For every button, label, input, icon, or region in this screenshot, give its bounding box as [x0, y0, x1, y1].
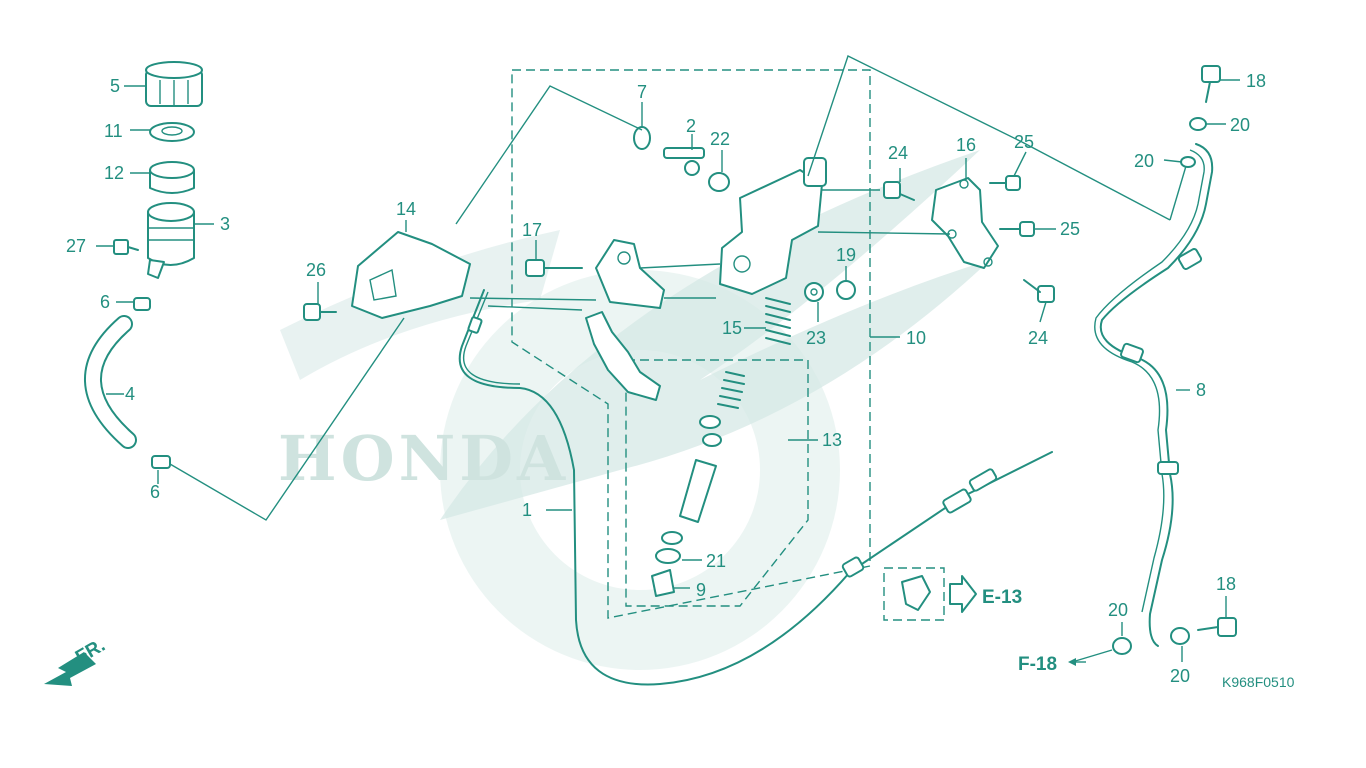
reservoir-cover: [351, 231, 471, 319]
callout-18-upper: 18: [1246, 71, 1266, 91]
bracket-screw-upper: [989, 175, 1021, 191]
bracket-bolt-upper: [883, 181, 915, 201]
return-spring: [765, 297, 791, 345]
piston-washer: [655, 531, 683, 564]
leader-lines: [96, 55, 1240, 663]
callout-20-upper-right: 20: [1230, 115, 1250, 135]
callout-20-lower-right: 20: [1170, 666, 1190, 686]
reservoir-cap: [145, 61, 203, 107]
callout-24-lower: 24: [1028, 328, 1048, 348]
callout-17: 17: [522, 220, 542, 240]
callout-9: 9: [696, 580, 706, 600]
sealing-washer-2: [1180, 156, 1196, 168]
callout-6-upper: 6: [100, 292, 110, 312]
sealing-washer-4: [1170, 627, 1190, 645]
callout-11: 11: [104, 121, 123, 141]
callout-16: 16: [956, 135, 976, 155]
callout-21: 21: [706, 551, 726, 571]
callout-4: 4: [125, 384, 135, 404]
sealing-washer-3: [1112, 637, 1132, 655]
callout-labels: 1 2 3 4 5 6 6 7 8 9 10 11 12 13 14 15 16…: [66, 71, 1266, 686]
callout-25-lower: 25: [1060, 219, 1080, 239]
piston: [679, 459, 717, 523]
callout-18-lower: 18: [1216, 574, 1236, 594]
reservoir-screw: [113, 239, 139, 255]
oil-bolt-lower: [1197, 617, 1237, 637]
reference-f18-label: F-18: [1018, 654, 1057, 675]
piston-spring: [717, 371, 745, 409]
watermark-text: HONDA: [278, 422, 569, 495]
cover-bolt: [303, 303, 337, 321]
assembly-outline: [511, 69, 871, 619]
callout-12: 12: [104, 163, 124, 183]
oil-bolt-upper: [1201, 65, 1221, 103]
hose-clip-upper: [133, 297, 151, 311]
honda-watermark: HONDA: [278, 150, 990, 670]
piston-seal: [699, 415, 722, 447]
boot: [651, 569, 675, 597]
callout-15: 15: [722, 318, 742, 338]
spring-collar: [804, 282, 824, 302]
callout-5: 5: [110, 76, 120, 96]
pivot-bolt: [525, 259, 583, 277]
callout-1: 1: [522, 500, 532, 520]
clutch-hose: [1094, 143, 1214, 647]
callout-3: 3: [220, 214, 230, 234]
callout-27: 27: [66, 236, 86, 256]
reservoir-hose: [84, 315, 137, 449]
callout-26: 26: [306, 260, 326, 280]
bracket-bolt-lower: [1023, 279, 1055, 303]
callout-14: 14: [396, 199, 416, 219]
callout-20-lower-left: 20: [1108, 600, 1128, 620]
callout-2: 2: [686, 116, 696, 136]
callout-19: 19: [836, 245, 856, 265]
bracket-screw-lower: [999, 221, 1035, 237]
reference-e13: [883, 567, 977, 621]
diaphragm: [149, 161, 195, 194]
callout-7: 7: [637, 82, 647, 102]
clutch-lever-bracket: [595, 239, 665, 309]
callout-8: 8: [1196, 380, 1206, 400]
o-ring: [708, 172, 730, 192]
f18-arrowhead: [1068, 658, 1076, 666]
callout-25-upper: 25: [1014, 132, 1034, 152]
front-direction-arrow: [44, 652, 96, 686]
hose-clip-lower: [151, 455, 171, 469]
reference-e13-label: E-13: [982, 587, 1022, 608]
mounting-bracket: [931, 177, 999, 269]
callout-6-lower: 6: [150, 482, 160, 502]
callout-20-upper-left: 20: [1134, 151, 1154, 171]
callout-13: 13: [822, 430, 842, 450]
lever-washer: [633, 126, 651, 150]
spring-cap: [836, 280, 856, 300]
callout-23: 23: [806, 328, 826, 348]
sealing-washer-1: [1189, 117, 1207, 131]
callout-22: 22: [710, 129, 730, 149]
drawing-code: K968F0510: [1222, 674, 1295, 690]
reservoir-body: [147, 202, 195, 279]
callout-10: 10: [906, 328, 926, 348]
piston-set-outline: [625, 359, 809, 607]
clutch-cable: [458, 289, 1053, 686]
master-cylinder: [719, 157, 827, 295]
pushrod: [663, 147, 705, 176]
callout-24-upper: 24: [888, 143, 908, 163]
clutch-lever-arm: [585, 311, 661, 401]
diaphragm-plate: [149, 122, 195, 142]
